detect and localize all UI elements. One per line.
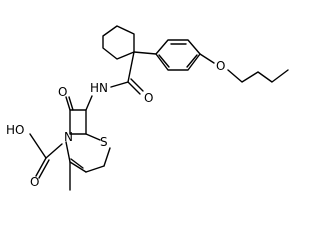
bond-aryl-to-ether xyxy=(199,53,215,64)
bond-ring-to-aryl xyxy=(133,51,157,55)
amide-c-o-bond-b xyxy=(130,78,144,92)
lactam-c-o-bond-b xyxy=(68,96,74,111)
molecule-diagram: O O HN O N S HO O xyxy=(6,25,289,191)
acid-oxygen-label: O xyxy=(30,175,39,189)
lactam-oxygen-label: O xyxy=(58,85,67,99)
beta-lactam-ring xyxy=(69,109,87,135)
acid-hydroxyl-label: HO xyxy=(6,123,24,137)
dihydrothiazine-ring xyxy=(65,133,111,173)
nitrogen-label: N xyxy=(64,130,73,144)
ether-oxygen-label: O xyxy=(216,59,225,73)
benzene-ring xyxy=(155,39,201,71)
acid-c-o-bond-b xyxy=(38,159,50,179)
bond-ring-to-carbonyl xyxy=(127,51,135,83)
nh-label: HN xyxy=(90,81,108,95)
molecule-structure: O O HN O N S HO O xyxy=(6,25,289,191)
lactam-c-o-bond-a xyxy=(65,96,71,111)
bond-carbonyl-to-nh xyxy=(110,81,129,88)
bond-nh-to-lactam xyxy=(85,95,93,111)
sulfur-label: S xyxy=(100,135,108,149)
acid-c-oh-bond xyxy=(29,133,47,159)
bond-ring-to-acid xyxy=(45,143,63,159)
amide-c-o-bond-a xyxy=(127,81,141,95)
amide-oxygen-label: O xyxy=(144,91,153,105)
cyclopentane-ring xyxy=(102,25,135,60)
acid-c-o-bond-a xyxy=(35,157,47,177)
butyl-chain xyxy=(227,69,289,83)
